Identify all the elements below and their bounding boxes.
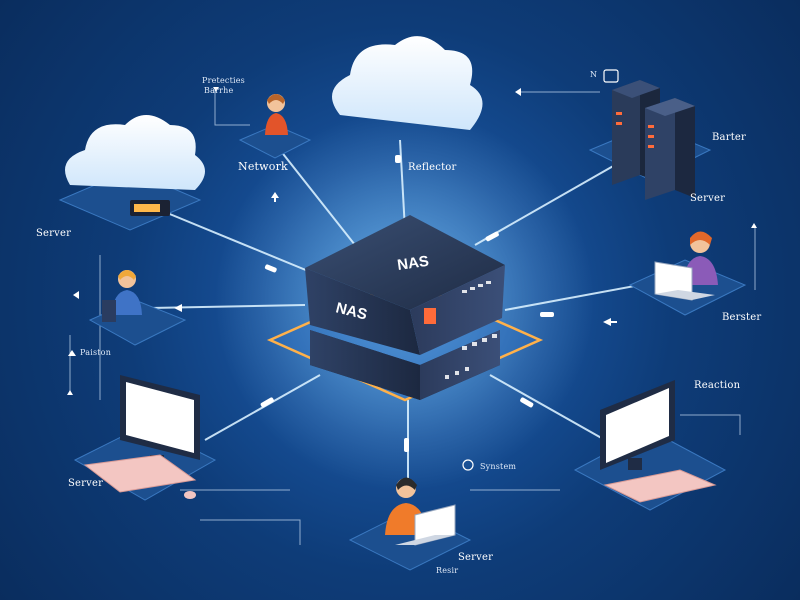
rack-a-top [612, 80, 660, 98]
arrow-up-icon [271, 192, 279, 202]
monitor-stand [628, 458, 642, 470]
label-patiston: Paiston [80, 348, 112, 357]
nas-right-face [410, 265, 505, 355]
cloud-left-icon [65, 115, 205, 190]
nas-top-face [305, 215, 505, 310]
line-top-left [214, 90, 250, 126]
small-icons [67, 69, 757, 471]
rack-b-top [645, 98, 695, 116]
line-node [395, 155, 401, 163]
keyboard-icon [83, 454, 197, 493]
user-bottom [385, 477, 456, 546]
secondary-lines [69, 90, 756, 545]
nas-top-label: NAS [396, 253, 430, 274]
arrow-left-mid-icon [174, 304, 182, 312]
nas-left-face [305, 268, 420, 355]
label-server-left: Server [36, 228, 72, 239]
mouse-icon [184, 491, 196, 499]
cloud-left [65, 115, 205, 216]
line-right-bottom [680, 414, 741, 435]
nas-device: NAS NAS [305, 215, 505, 400]
line-node [540, 312, 554, 317]
label-barter: Barter [712, 132, 747, 143]
nas-bottom-right-face [420, 330, 500, 400]
monitor-small-icon [603, 69, 619, 83]
arrow-left-small-icon [73, 291, 79, 299]
label-reaction: Reaction [694, 380, 741, 391]
laptop-base [655, 290, 715, 300]
user-hair [396, 477, 417, 490]
rack-a-front [612, 80, 640, 185]
line-node [260, 397, 274, 408]
arrow-left-icon [603, 318, 617, 326]
tile-network-user [238, 124, 312, 159]
link-server-right [474, 164, 616, 246]
line-node [404, 438, 409, 452]
label-resir: Resir [436, 566, 459, 575]
label-top-left-1: Pretecties [202, 76, 245, 85]
link-pc-right [489, 374, 606, 441]
desktop-pc-right [600, 380, 717, 503]
cloud-top [332, 36, 483, 130]
user-laptop-right [654, 231, 718, 301]
line-node [264, 264, 277, 273]
user-body [112, 290, 142, 315]
cloud-top-icon [332, 36, 483, 130]
label-reflector: Reflector [408, 162, 457, 173]
desktop-pc-left [83, 375, 200, 499]
link-network [279, 149, 356, 246]
rack-b-side [675, 98, 695, 198]
label-server-top-right: Server [690, 193, 726, 204]
label-server-bottom: Server [458, 552, 494, 563]
user-body [265, 113, 288, 135]
user-hair [267, 94, 285, 104]
label-system: Synstem [480, 462, 517, 471]
arrow-down-icon [213, 87, 219, 92]
arrow-up-small-icon [68, 350, 76, 356]
link-pc-left [204, 374, 321, 441]
line-node [520, 397, 534, 408]
chair-icon [102, 300, 116, 322]
user-hair [118, 270, 136, 280]
rack-b-front [645, 98, 675, 200]
nas-indicator-lights [445, 281, 497, 379]
storage-drive-label-icon [134, 204, 160, 212]
system-icon [462, 459, 474, 471]
nas-power-light [424, 308, 436, 324]
label-top-left-2: Barrhe [204, 86, 234, 95]
line-lower-left [200, 519, 301, 545]
label-server-bottom-left: Server [68, 478, 104, 489]
monitor-screen [606, 388, 669, 463]
arrow-up-right-icon [751, 223, 757, 228]
label-nc: N [590, 70, 598, 79]
user-network [265, 94, 288, 135]
keyboard-icon [603, 469, 717, 503]
nas-bottom-left-face [310, 330, 420, 400]
label-berster: Berster [722, 312, 762, 323]
arrow-left-top-icon [515, 88, 521, 96]
server-rack-right [612, 80, 695, 200]
link-laptop-right [504, 284, 641, 311]
laptop-base [395, 535, 455, 545]
connection-lines [149, 139, 641, 478]
arrow-down-small-icon [67, 390, 73, 395]
label-network: Network [238, 160, 288, 173]
monitor-screen [126, 382, 194, 453]
link-cloud-left [159, 209, 331, 281]
user-left [102, 270, 142, 322]
line-node [485, 231, 499, 242]
user-hair [690, 231, 712, 245]
link-cloud-top [399, 139, 406, 231]
line-nodes [260, 155, 554, 452]
rack-lights [616, 112, 654, 148]
